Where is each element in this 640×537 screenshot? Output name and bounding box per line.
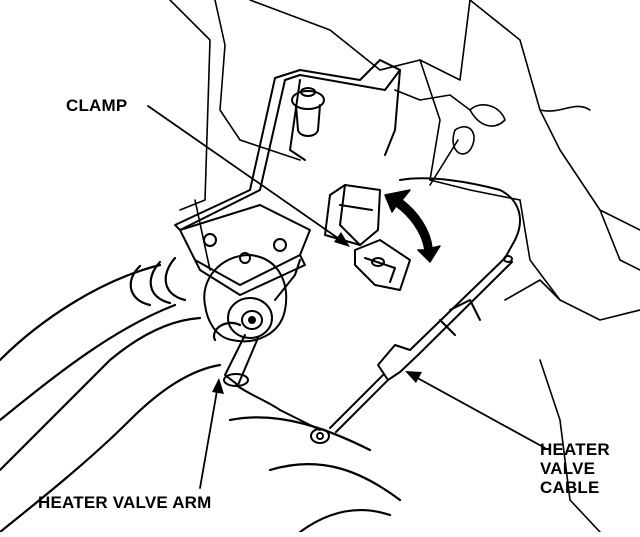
rotation-arrow [384,189,441,263]
heater-valve-arm [223,334,321,431]
heater-valve-arm-label: HEATER VALVE ARM [38,493,212,512]
heater-hose [0,256,402,534]
leader-lines [147,105,546,489]
clamp-arrowhead [334,232,350,247]
arm-leader [199,384,219,489]
cable-arrowhead [405,371,422,383]
cable-label-line-1: HEATER [540,440,610,459]
arm-arrowhead [212,378,224,394]
firewall-panel [169,0,640,533]
cable-leader [411,374,546,449]
leader-arrowheads [212,232,422,394]
cable-label-line-3: CABLE [540,478,600,497]
clamp-label: CLAMP [66,96,128,115]
cable-label-line-2: VALVE [540,459,596,478]
clamp-leader [147,105,346,244]
heater-valve-cable [310,177,521,444]
heater-valve-cable-label: HEATER VALVE CABLE [540,440,610,497]
clamp [324,184,411,291]
heater-valve-body [203,254,301,343]
mounting-bracket [174,59,401,296]
bracket-bolt [291,87,325,137]
